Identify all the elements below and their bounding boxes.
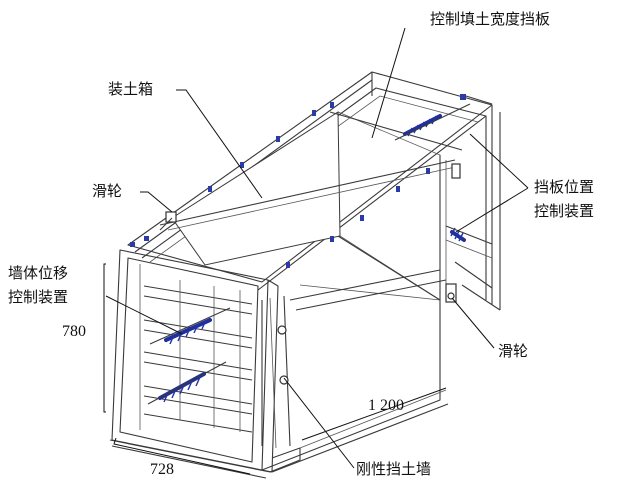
front-wall — [109, 249, 449, 479]
dim-height: 780 — [62, 323, 86, 340]
rigid-wall — [261, 269, 447, 449]
label-rigid-wall: 刚性挡土墙 — [356, 460, 431, 478]
wall-displacement-screws — [147, 307, 231, 405]
soil-box — [159, 111, 463, 301]
label-wall-disp-1: 墙体位移 — [8, 264, 68, 282]
label-width-plate: 控制填土宽度挡板 — [430, 10, 550, 28]
label-plate-position-2: 控制装置 — [534, 202, 594, 220]
dim-width: 728 — [150, 461, 174, 478]
leader-lines — [105, 27, 529, 469]
width-plate-screw — [394, 95, 493, 141]
label-plate-position-1: 挡板位置 — [534, 178, 594, 196]
left-pulley — [130, 211, 177, 247]
label-pulley-left: 滑轮 — [92, 182, 122, 200]
dim-length: 1 200 — [368, 397, 404, 414]
label-wall-disp-2: 控制装置 — [8, 288, 68, 306]
plate-position-screw — [445, 225, 493, 259]
label-pulley-right: 滑轮 — [498, 342, 528, 360]
label-soil-box: 装土箱 — [108, 80, 153, 98]
right-pulley — [445, 163, 461, 303]
